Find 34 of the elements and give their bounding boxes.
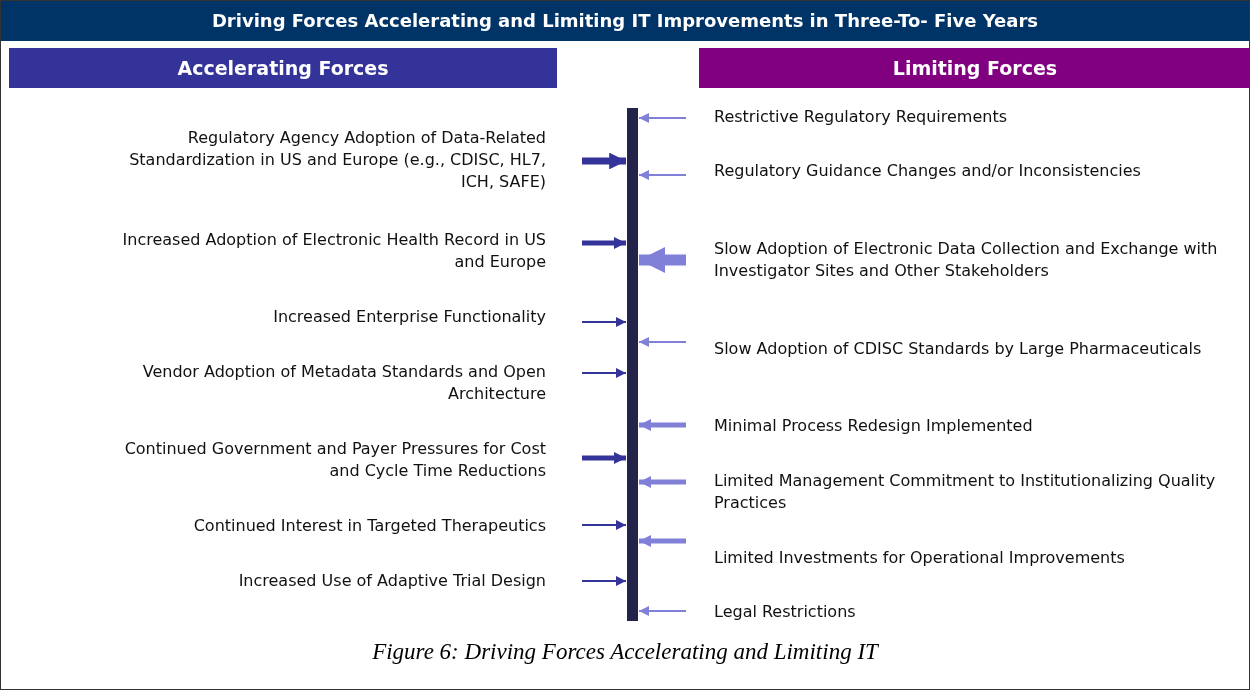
- arrow: [581, 317, 627, 327]
- arrow: [639, 476, 686, 488]
- force-label: Slow Adoption of CDISC Standards by Large Pharmaceuticals: [714, 338, 1239, 360]
- vertical-bar: [627, 108, 638, 621]
- force-label: Continued Interest in Targeted Therapeutics: [101, 515, 546, 537]
- header-band: Limiting Forces: [699, 48, 1249, 88]
- force-label: Regulatory Agency Adoption of Data-Related Standardization in US and Europe (e.g., CDISC, HL7, ICH, SAFE): [101, 127, 546, 193]
- arrow: [582, 452, 626, 464]
- arrow: [638, 337, 687, 347]
- arrow: [581, 520, 627, 530]
- arrow: [581, 576, 627, 586]
- arrow: [638, 113, 687, 123]
- arrow: [639, 535, 686, 547]
- force-label: Regulatory Guidance Changes and/or Inconsistencies: [714, 160, 1239, 182]
- arrow: [582, 237, 626, 249]
- force-label: Minimal Process Redesign Implemented: [714, 415, 1239, 437]
- force-label: Increased Use of Adaptive Trial Design: [101, 570, 546, 592]
- arrow: [639, 246, 686, 274]
- force-label: Limited Investments for Operational Improvements: [714, 547, 1239, 569]
- force-label: Continued Government and Payer Pressures for Cost and Cycle Time Reductions: [101, 438, 546, 482]
- arrow: [581, 368, 627, 378]
- force-label: Legal Restrictions: [714, 601, 1239, 623]
- force-label: Slow Adoption of Electronic Data Collection and Exchange with Investigator Sites and Other Stakeholders: [714, 238, 1239, 282]
- force-label: Limited Management Commitment to Institutionalizing Quality Practices: [714, 470, 1239, 514]
- arrow: [638, 606, 687, 616]
- force-label: Vendor Adoption of Metadata Standards and Open Architecture: [101, 361, 546, 405]
- arrow: [638, 170, 687, 180]
- figure-caption: Figure 6: Driving Forces Accelerating and Limiting IT: [371, 639, 880, 665]
- force-label: Increased Enterprise Functionality: [101, 306, 546, 328]
- arrow: [639, 419, 686, 431]
- header-band: Accelerating Forces: [9, 48, 557, 88]
- force-label: Restrictive Regulatory Requirements: [714, 106, 1239, 128]
- force-label: Increased Adoption of Electronic Health Record in US and Europe: [101, 229, 546, 273]
- title-banner: Driving Forces Accelerating and Limiting IT Improvements in Three-To- Five Years: [1, 1, 1249, 41]
